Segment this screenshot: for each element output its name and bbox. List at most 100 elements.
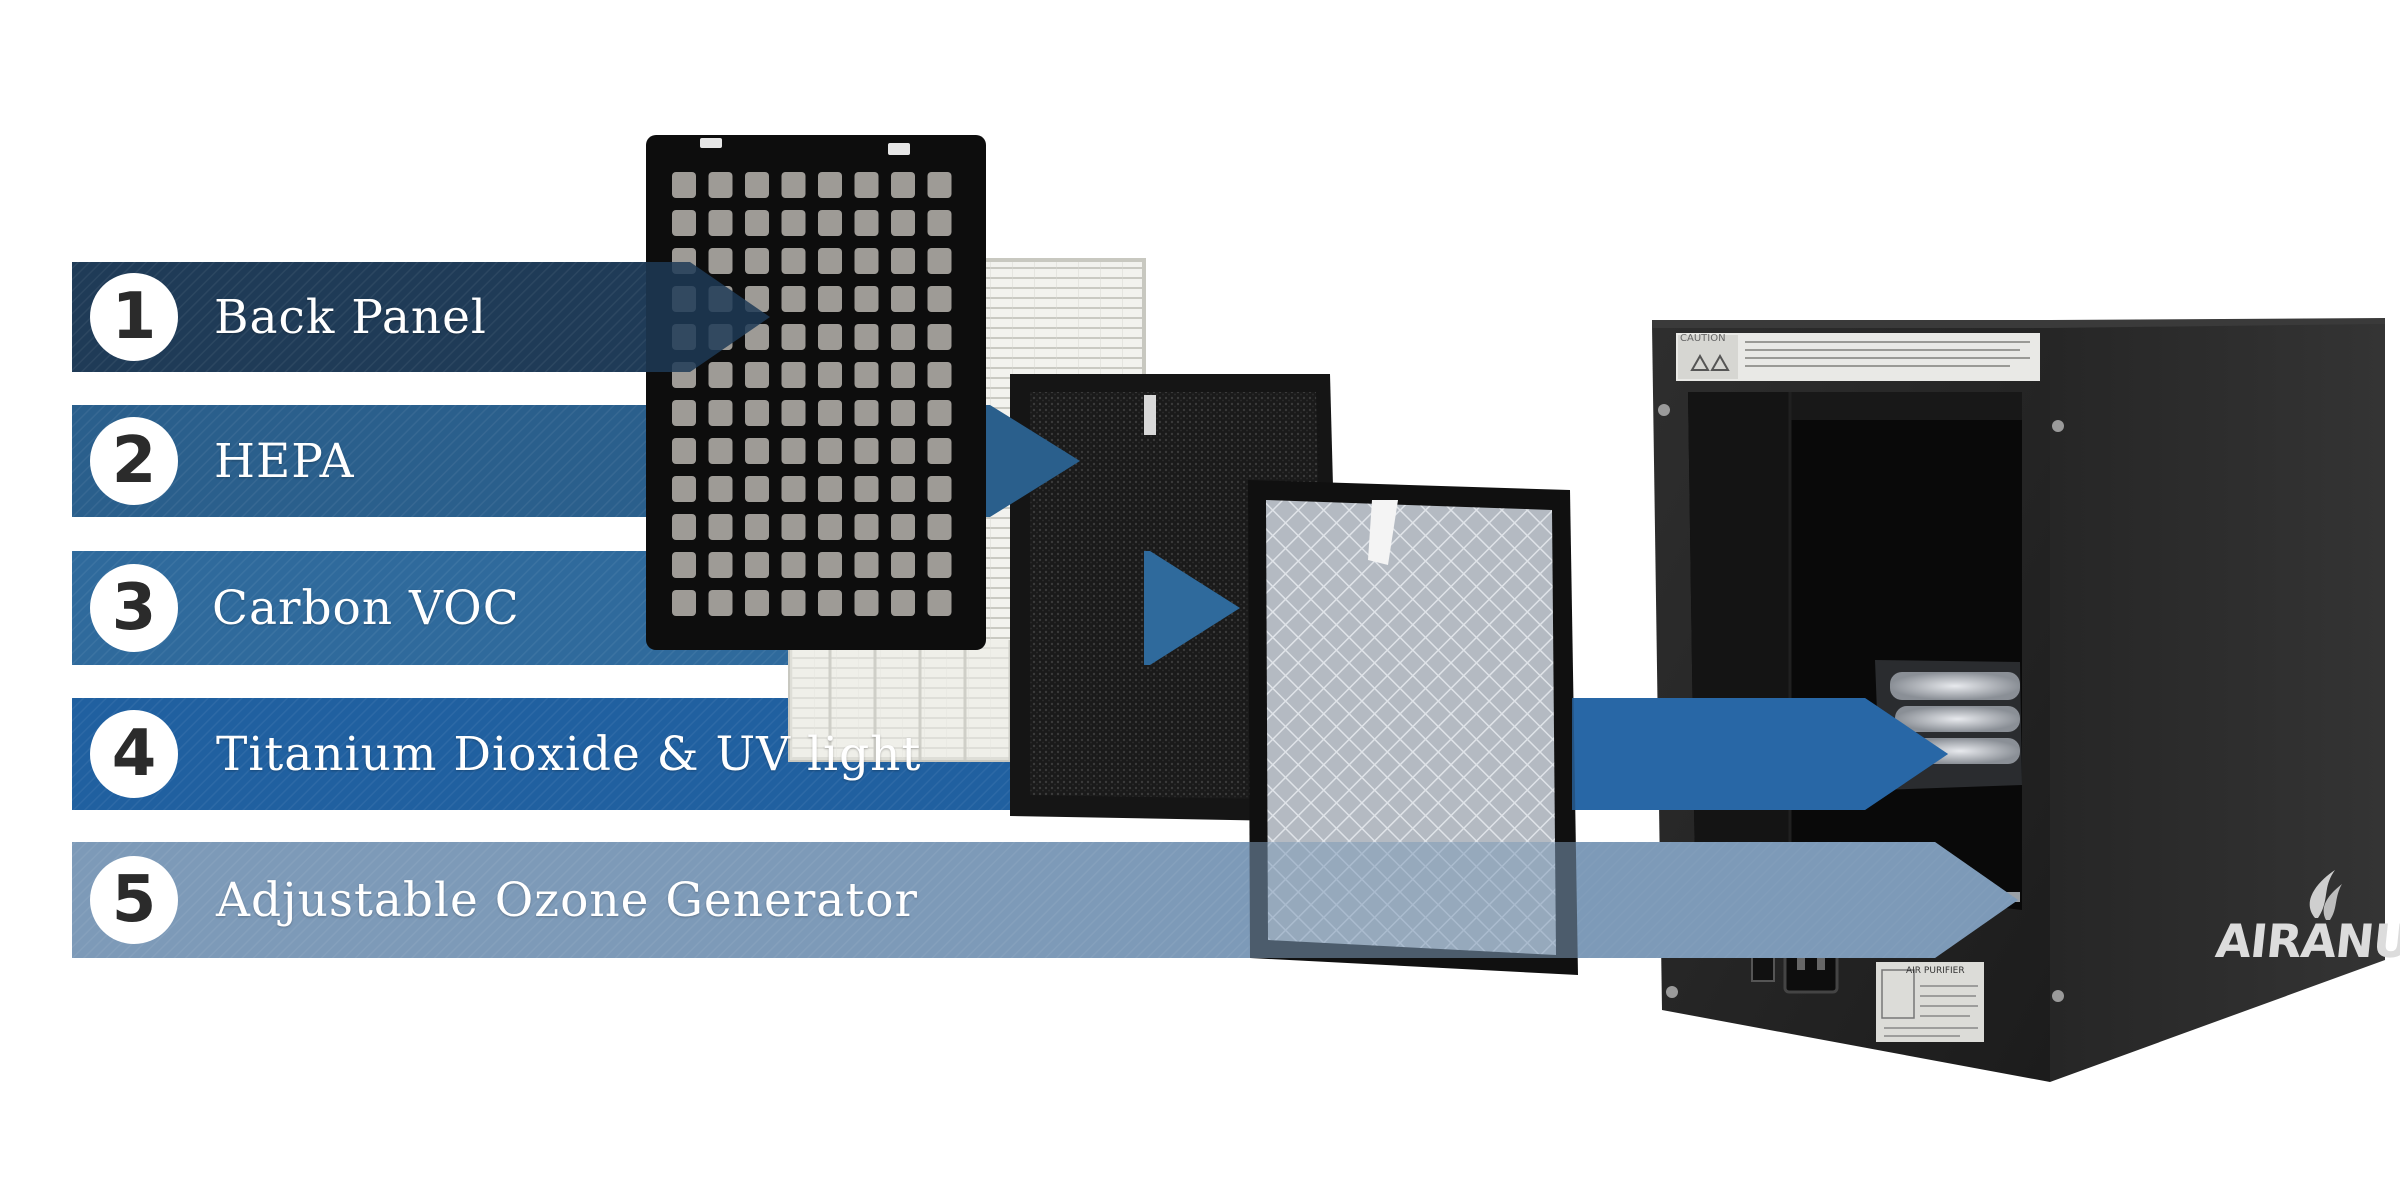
grille-hole	[818, 514, 842, 540]
label-adjustable-ozone: Adjustable Ozone Generator	[216, 873, 918, 928]
grille-hole	[708, 210, 733, 236]
grille-hole	[672, 438, 696, 464]
label-titanium-dioxide-uv: Titanium Dioxide & UV light	[216, 727, 922, 782]
grille-hole	[781, 248, 806, 274]
band-carbon-overlay	[1144, 551, 1240, 665]
device-side-face	[2050, 322, 2385, 1082]
grille-hole	[818, 248, 842, 274]
grille-hole	[891, 514, 915, 540]
grille-hole	[781, 286, 806, 312]
band-hepa-overlay	[986, 405, 1080, 517]
grille-hole	[927, 590, 952, 616]
grille-hole	[854, 248, 879, 274]
grille-hole	[708, 476, 733, 502]
filter-stack	[72, 135, 2018, 975]
grille-hole	[745, 514, 769, 540]
device-top-edge	[1652, 318, 2385, 328]
grille-hole	[891, 552, 915, 578]
grille-hole	[891, 286, 915, 312]
grille-hole	[854, 514, 879, 540]
grille-hole	[854, 324, 879, 350]
grille-hole	[854, 400, 879, 426]
grille-hole	[927, 514, 952, 540]
rating-plate-title: AIR PURIFIER	[1906, 966, 1965, 976]
grille-hole	[781, 172, 806, 198]
grille-hole	[818, 286, 842, 312]
grille-hole	[818, 210, 842, 236]
grille-hole	[927, 400, 952, 426]
grille-hole	[745, 248, 769, 274]
grille-hole	[708, 590, 733, 616]
grille-hole	[818, 362, 842, 388]
grille-hole	[672, 210, 696, 236]
step-number-5: 5	[111, 863, 157, 937]
grille-hole	[708, 400, 733, 426]
band-adjustable-ozone-overlay	[1248, 842, 2018, 958]
grille-hole	[891, 438, 915, 464]
number-circle-1	[90, 273, 178, 361]
grille-hole	[927, 552, 952, 578]
grille-hole	[708, 248, 733, 274]
grille-hole	[891, 476, 915, 502]
grille-hole	[927, 210, 952, 236]
grille-hole	[672, 400, 696, 426]
label-hepa: HEPA	[214, 434, 355, 489]
grille-hole	[891, 172, 915, 198]
grille-hole	[818, 438, 842, 464]
step-number-2: 2	[111, 424, 157, 498]
grille-hole	[854, 172, 879, 198]
back-panel-grille	[646, 135, 986, 650]
grille-hole	[891, 400, 915, 426]
grille-hole	[854, 476, 879, 502]
grille-hole	[745, 324, 769, 350]
grille-hole	[745, 476, 769, 502]
grille-hole	[672, 514, 696, 540]
grille-hole	[672, 476, 696, 502]
grille-hole	[854, 286, 879, 312]
grille-hole	[781, 438, 806, 464]
grille-hole	[708, 362, 733, 388]
step-number-4: 4	[111, 717, 157, 791]
band-titanium-dioxide-uv-overlay	[1572, 698, 1948, 810]
grille-hole	[927, 476, 952, 502]
grille-hole	[818, 552, 842, 578]
grille-hole	[854, 590, 879, 616]
grille-hole	[781, 324, 806, 350]
grille-hole	[818, 324, 842, 350]
band-back-panel-overlay	[646, 262, 770, 372]
grille-hole	[927, 438, 952, 464]
grille-hole	[781, 210, 806, 236]
grille-hole	[745, 210, 769, 236]
label-carbon-voc: Carbon VOC	[212, 581, 520, 636]
grille-hole	[854, 552, 879, 578]
grille-hole	[818, 172, 842, 198]
grille-hole	[781, 400, 806, 426]
number-circle-4	[90, 710, 178, 798]
warning-label: CAUTION	[1680, 333, 1726, 344]
grille-hole	[708, 438, 733, 464]
grille-hole	[927, 362, 952, 388]
grille-hole	[781, 552, 806, 578]
grille-hole	[927, 324, 952, 350]
number-circles	[90, 273, 178, 944]
grille-hole	[781, 590, 806, 616]
grille-hole	[927, 286, 952, 312]
number-circle-3	[90, 564, 178, 652]
grille-hole	[854, 210, 879, 236]
grille-hole	[781, 476, 806, 502]
grille-hole	[745, 590, 769, 616]
brand-swoosh-icon	[2309, 870, 2335, 918]
number-circle-2	[90, 417, 178, 505]
grille-hole	[781, 362, 806, 388]
grille-hole	[854, 362, 879, 388]
grille-hole	[672, 172, 696, 198]
label-back-panel: Back Panel	[214, 290, 487, 345]
grille-hole	[745, 400, 769, 426]
power-switch	[1751, 954, 1775, 982]
grille-hole	[927, 172, 952, 198]
grille-hole	[708, 514, 733, 540]
grille-hole	[891, 590, 915, 616]
grille-hole	[891, 210, 915, 236]
grille-hole	[745, 552, 769, 578]
